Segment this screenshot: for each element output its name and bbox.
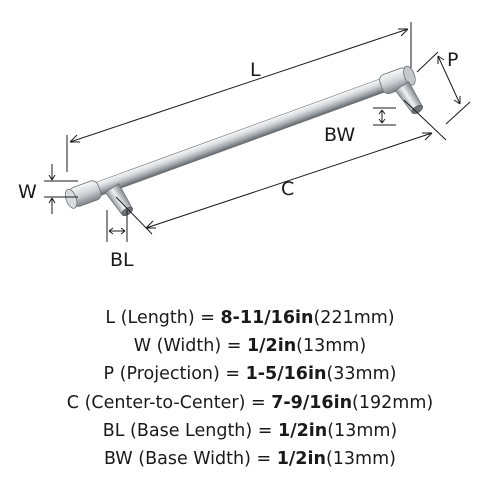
length-dimension	[66, 22, 412, 172]
spec-value: 7-9/16in	[271, 392, 353, 413]
spec-length: L (Length) = 8-11/16in(221mm)	[0, 304, 500, 332]
spec-metric: (13mm)	[327, 420, 398, 441]
spec-metric: (33mm)	[326, 364, 397, 385]
spec-base-length: BL (Base Length) = 1/2in(13mm)	[0, 417, 500, 445]
spec-metric: (221mm)	[313, 308, 395, 328]
spec-value: 1-5/16in	[245, 364, 327, 385]
spec-value: 1/2in	[246, 336, 297, 357]
base-width-label: BW	[324, 124, 355, 146]
spec-label: P (Projection) =	[103, 364, 246, 385]
projection-dimension	[416, 51, 471, 125]
base-length-dimension	[106, 210, 128, 242]
spec-value: 1/2in	[276, 448, 326, 469]
width-dimension	[44, 164, 78, 214]
spec-label: L (Length) =	[105, 308, 221, 328]
spec-label: W (Width) =	[133, 336, 247, 357]
spec-width: W (Width) = 1/2in(13mm)	[0, 332, 500, 360]
spec-metric: (13mm)	[325, 448, 396, 469]
spec-center-to-center: C (Center-to-Center) = 7-9/16in(192mm)	[0, 389, 500, 417]
right-post	[394, 81, 423, 115]
spec-projection: P (Projection) = 1-5/16in(33mm)	[0, 360, 500, 388]
handle-body	[64, 65, 423, 217]
spec-metric: (13mm)	[296, 336, 367, 357]
pull-handle-diagram: L P BW W C BL	[18, 22, 471, 271]
base-length-label: BL	[110, 249, 134, 271]
center-to-center-dimension	[115, 99, 447, 235]
spec-label: BL (Base Length) =	[102, 420, 279, 441]
length-label: L	[250, 59, 261, 81]
specification-list: L (Length) = 8-11/16in(221mm) W (Width) …	[0, 304, 500, 473]
projection-label: P	[447, 49, 458, 71]
spec-label: C (Center-to-Center) =	[66, 392, 272, 413]
spec-label: BW (Base Width) =	[104, 448, 277, 469]
spec-value: 1/2in	[278, 420, 328, 441]
spec-metric: (192mm)	[352, 392, 434, 413]
base-width-dimension	[373, 107, 396, 126]
spec-base-width: BW (Base Width) = 1/2in(13mm)	[0, 445, 500, 473]
width-label: W	[18, 181, 37, 203]
spec-value: 8-11/16in	[220, 308, 314, 328]
center-label: C	[281, 178, 294, 200]
